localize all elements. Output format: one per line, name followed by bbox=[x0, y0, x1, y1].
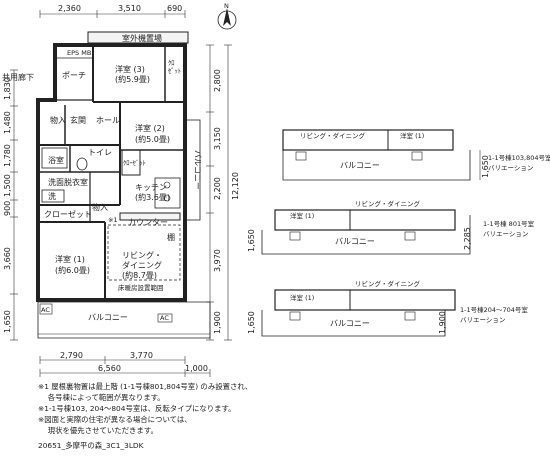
right-dim-1: 2,800 bbox=[213, 69, 222, 92]
closet-top-label: ｸﾛ bbox=[168, 59, 175, 67]
living-label: リビング・ bbox=[122, 250, 162, 260]
kitchen-label: キッチン bbox=[135, 183, 167, 192]
top-dim-2: 3,510 bbox=[118, 4, 141, 13]
room2-label: 洋室 (2) bbox=[135, 123, 165, 133]
left-dim-7: 1,650 bbox=[3, 310, 12, 333]
bottom-dim-1: 2,790 bbox=[60, 351, 83, 360]
plan-walls bbox=[36, 31, 189, 302]
left-dimensions bbox=[10, 69, 18, 341]
hall-label: ホール bbox=[96, 116, 120, 125]
right-dimensions bbox=[206, 44, 232, 341]
left-dim-2: 1,480 bbox=[3, 111, 12, 134]
side-balcony-label: バルコニー bbox=[193, 150, 202, 190]
var2-ld: リビング・ダイニング bbox=[355, 199, 421, 208]
room1-label: 洋室 (1) bbox=[55, 254, 85, 264]
right-dim-4: 3,970 bbox=[213, 249, 222, 272]
storage2-label: 物入 bbox=[92, 202, 108, 212]
room1-size: (約6.0畳) bbox=[55, 265, 90, 275]
var1-ld: リビング・ダイニング bbox=[300, 131, 366, 140]
ac-label-1: AC bbox=[41, 306, 50, 314]
left-dim-6: 3,660 bbox=[3, 247, 12, 270]
var2-label-2: バリエーション bbox=[483, 230, 528, 238]
plan-code: 20651_多摩平の森_3C1_3LDK bbox=[38, 441, 144, 450]
variation-2 bbox=[261, 209, 471, 255]
bottom-dim-2: 3,770 bbox=[130, 351, 153, 360]
var2-label-1: 1-1号棟 801号室 bbox=[483, 219, 535, 228]
kitchen-counter-icon bbox=[154, 177, 181, 209]
toilet-label: トイレ bbox=[88, 148, 112, 157]
toilet-icon bbox=[76, 157, 88, 171]
balcony-label: バルコニー bbox=[88, 313, 128, 322]
var3-room: 洋室 (1) bbox=[290, 293, 314, 302]
compass-label: N bbox=[224, 2, 229, 10]
note-line-1: ※1 屋根裏物置は最上階 (1-1号棟801,804号室) のみ設置され、 bbox=[38, 382, 253, 391]
top-dim-3: 690 bbox=[167, 4, 182, 13]
room2-size: (約5.0畳) bbox=[135, 134, 170, 144]
outdoor-unit-label: 室外機置場 bbox=[122, 33, 162, 43]
variation-1 bbox=[282, 129, 481, 181]
var3-dim-left: 1,650 bbox=[247, 311, 256, 334]
left-dim-4: 1,500 bbox=[3, 174, 12, 197]
entrance-label: 玄関 bbox=[70, 115, 86, 125]
common-corridor-label: 共用廊下 bbox=[2, 72, 34, 82]
north-compass-icon bbox=[217, 8, 237, 30]
storage1-label: 物入 bbox=[50, 115, 66, 125]
var3-label-1: 1-1号棟204～704号室 bbox=[460, 305, 528, 314]
closet-top-label-2: ｾﾞｯﾄ bbox=[168, 67, 181, 75]
top-dimensions bbox=[39, 10, 186, 18]
floor-heating-label: 床暖房設置範囲 bbox=[118, 283, 164, 292]
bottom-dim-total: 6,560 bbox=[98, 364, 121, 373]
bath-label: 浴室 bbox=[48, 155, 64, 165]
var2-dim-left: 1,650 bbox=[247, 229, 256, 252]
var1-room: 洋室 (1) bbox=[400, 131, 424, 140]
living-size: (約8.7畳) bbox=[122, 270, 157, 280]
var1-label-1: 1-1号棟103,804号室 bbox=[488, 153, 550, 162]
right-dim-total: 12,120 bbox=[231, 172, 240, 200]
eps-label: EPS MB bbox=[67, 49, 91, 57]
var2-dim-right: 2,285 bbox=[463, 227, 472, 250]
shelf-label: 棚 bbox=[167, 232, 175, 242]
wash-label: 洗 bbox=[48, 191, 56, 201]
right-dim-2: 3,150 bbox=[213, 127, 222, 150]
note-line-3: ※1-1号棟103, 204～804号室は、反転タイプになります。 bbox=[38, 404, 236, 413]
var1-balcony: バルコニー bbox=[340, 161, 380, 170]
dining-label: ダイニング bbox=[122, 260, 162, 270]
var2-balcony: バルコニー bbox=[335, 237, 375, 246]
room3-label: 洋室 (3) bbox=[115, 64, 145, 74]
closet-lower-label: クローゼット bbox=[44, 209, 92, 219]
washbasin-icon bbox=[41, 189, 65, 203]
ac-label-2: AC bbox=[160, 314, 169, 322]
room3-size: (約5.9畳) bbox=[115, 74, 150, 84]
note-line-4: ※図面と実際の住宅が異なる場合については、 bbox=[38, 415, 192, 424]
var1-dim: 1,650 bbox=[481, 155, 490, 178]
bottom-dimensions bbox=[39, 356, 211, 377]
counter-label: カウンター bbox=[128, 218, 168, 227]
closet-mid-label: ｸﾛｰｾﾞｯﾄ bbox=[123, 159, 146, 167]
left-dim-1: 1,830 bbox=[3, 77, 12, 100]
note-line-5: 現状を優先させていただきます。 bbox=[38, 426, 158, 435]
right-dim-3: 2,200 bbox=[213, 177, 222, 200]
left-dim-3: 1,780 bbox=[3, 144, 12, 167]
variation-3 bbox=[261, 289, 456, 337]
porch-label: ポーチ bbox=[62, 71, 86, 80]
left-dim-5: 900 bbox=[3, 201, 12, 216]
var2-room: 洋室 (1) bbox=[290, 211, 314, 220]
right-dim-5: 1,900 bbox=[213, 311, 222, 334]
note-mark-label: ※1 bbox=[108, 216, 118, 224]
var3-ld: リビング・ダイニング bbox=[355, 279, 421, 288]
var1-label-2: バリエーション bbox=[488, 164, 533, 172]
bottom-dim-extra: 1,000 bbox=[185, 364, 208, 373]
var3-label-2: バリエーション bbox=[460, 316, 505, 324]
var3-balcony: バルコニー bbox=[330, 319, 370, 328]
top-dim-1: 2,360 bbox=[58, 4, 81, 13]
washroom-label: 洗面脱衣室 bbox=[48, 177, 88, 187]
kitchen-size: (約3.6畳) bbox=[135, 192, 170, 202]
var3-dim-right: 1,900 bbox=[438, 311, 447, 334]
note-line-2: 各号棟によって範囲が異なります。 bbox=[38, 393, 165, 402]
